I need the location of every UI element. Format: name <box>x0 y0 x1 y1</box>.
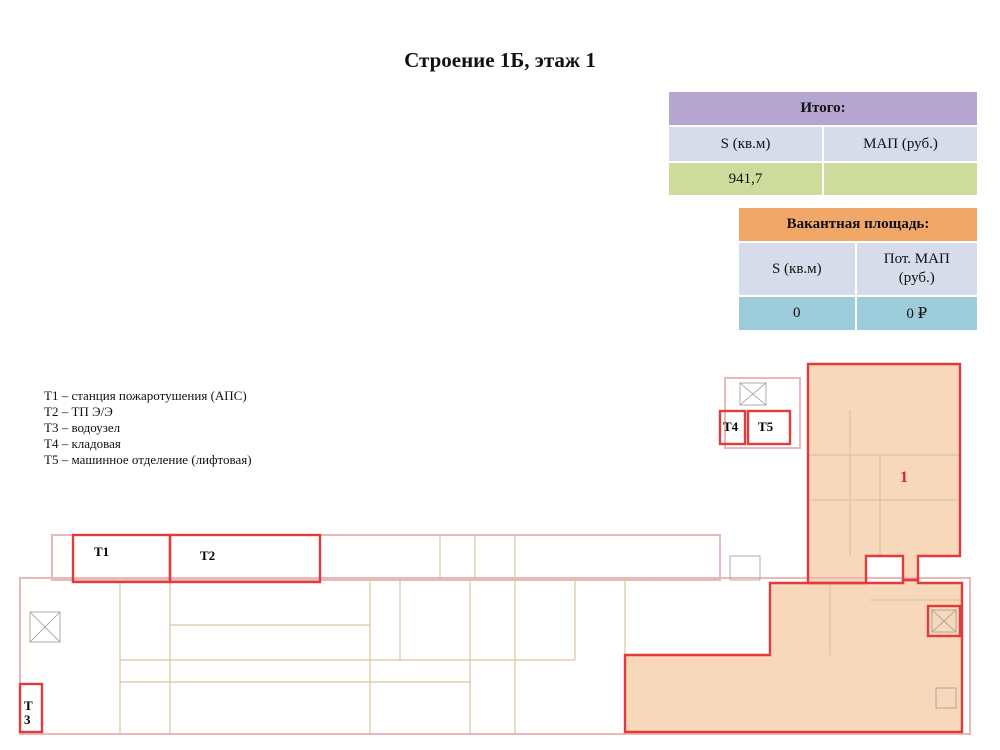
legend-item: Т4 – кладовая <box>44 436 121 451</box>
t1-room <box>71 533 172 584</box>
t3-label: T <box>24 698 33 713</box>
total-header: Итого: <box>667 90 979 127</box>
floor-plan: T1 T2 T 3 T4 T5 1 <box>0 345 1000 750</box>
leased-zone-lower <box>625 580 962 732</box>
t4-room <box>718 409 747 446</box>
legend-item: Т5 – машинное отделение (лифтовая) <box>44 452 252 467</box>
vacant-table: Вакантная площадь: S (кв.м) Пот. МАП (ру… <box>737 206 980 332</box>
leased-outline-lower <box>623 578 964 734</box>
t5-room <box>746 409 792 446</box>
t5-label: T5 <box>758 419 774 434</box>
legend-item: Т1 – станция пожаротушения (АПС) <box>44 388 247 403</box>
t2-label: T2 <box>200 548 215 563</box>
t4-label: T4 <box>723 419 739 434</box>
legend: Т1 – станция пожаротушения (АПС) Т2 – ТП… <box>44 388 252 468</box>
vacant-area-value: 0 <box>737 295 857 332</box>
legend-item: Т3 – водоузел <box>44 420 121 435</box>
total-table: Итого: S (кв.м) МАП (руб.) 941,7 <box>667 90 979 197</box>
total-map-value <box>822 161 979 197</box>
t3-room <box>18 682 44 734</box>
total-area-value: 941,7 <box>667 161 824 197</box>
vacant-area-col: S (кв.м) <box>737 241 857 297</box>
legend-item: Т2 – ТП Э/Э <box>44 404 113 419</box>
t1-label: T1 <box>94 544 109 559</box>
total-map-col: МАП (руб.) <box>822 125 979 163</box>
t2-room <box>168 533 322 584</box>
vacant-map-value: 0 ₽ <box>854 295 980 332</box>
t3-label-sub: 3 <box>24 712 31 727</box>
total-area-col: S (кв.м) <box>667 125 824 163</box>
vacant-header: Вакантная площадь: <box>737 206 979 243</box>
page-title: Строение 1Б, этаж 1 <box>404 48 596 72</box>
lift-room <box>926 604 962 638</box>
vacant-map-col: Пот. МАП (руб.) <box>854 241 980 297</box>
leased-zone-upper <box>808 364 960 583</box>
zone-label: 1 <box>900 469 908 486</box>
